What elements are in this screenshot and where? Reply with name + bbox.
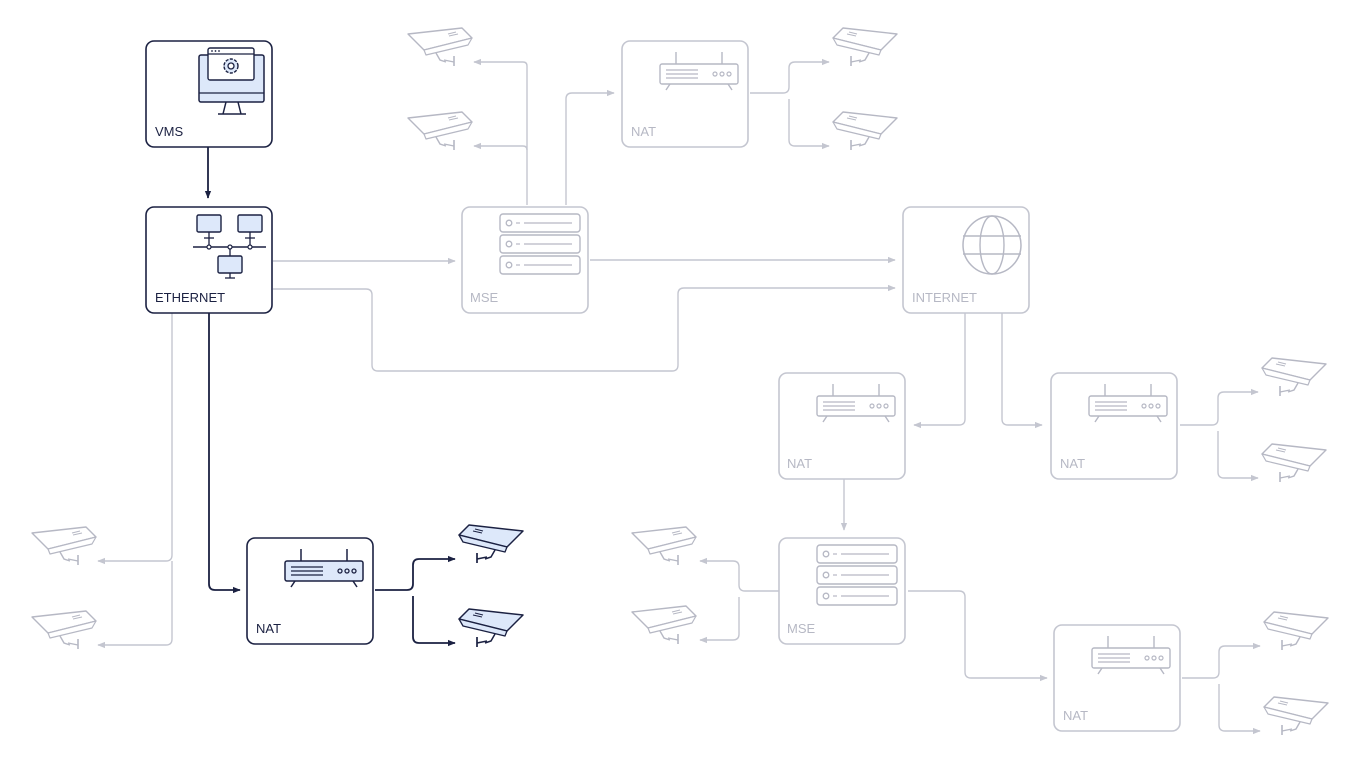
server-stack-icon: [816, 544, 898, 606]
cctv-camera-icon[interactable]: [1261, 443, 1327, 483]
nat-top-label: NAT: [631, 124, 656, 139]
cctv-camera-icon[interactable]: [407, 27, 473, 67]
cctv-camera-icon[interactable]: [832, 27, 898, 67]
cctv-camera-icon[interactable]: [31, 610, 97, 650]
nat-mid-right-node[interactable]: NAT: [1050, 372, 1178, 480]
nat-bottom-label: NAT: [1063, 708, 1088, 723]
nat-mid-right-label: NAT: [1060, 456, 1085, 471]
cctv-camera-icon[interactable]: [631, 526, 697, 566]
inactive-links: [97, 58, 1261, 735]
network-icon: [193, 214, 266, 279]
nat-bottom-node[interactable]: NAT: [1053, 624, 1181, 732]
nat-main-label: NAT: [256, 621, 281, 636]
nat-main-node[interactable]: NAT: [246, 537, 374, 645]
vms-label: VMS: [155, 124, 184, 139]
ethernet-label: ETHERNET: [155, 290, 225, 305]
cctv-camera-icon[interactable]: [1263, 696, 1329, 736]
cctv-camera-icon[interactable]: [458, 608, 524, 648]
vms-node[interactable]: VMS: [145, 40, 273, 148]
mse-top-node[interactable]: MSE: [461, 206, 589, 314]
monitor-gear-icon: [198, 47, 265, 115]
internet-node[interactable]: INTERNET: [902, 206, 1030, 314]
mse-bottom-node[interactable]: MSE: [778, 537, 906, 645]
cctv-camera-icon[interactable]: [1263, 611, 1329, 651]
nat-mid-left-label: NAT: [787, 456, 812, 471]
server-stack-icon: [499, 213, 581, 275]
nat-top-node[interactable]: NAT: [621, 40, 749, 148]
cctv-camera-icon[interactable]: [407, 111, 473, 151]
mse-top-label: MSE: [470, 290, 499, 305]
nat-mid-left-node[interactable]: NAT: [778, 372, 906, 480]
internet-label: INTERNET: [912, 290, 977, 305]
cctv-camera-icon[interactable]: [458, 524, 524, 564]
cctv-camera-icon[interactable]: [832, 111, 898, 151]
active-links: [204, 147, 456, 647]
mse-bottom-label: MSE: [787, 621, 816, 636]
cctv-camera-icon[interactable]: [631, 605, 697, 645]
globe-icon: [962, 215, 1022, 275]
ethernet-node[interactable]: ETHERNET: [145, 206, 273, 314]
cctv-camera-icon[interactable]: [1261, 357, 1327, 397]
cctv-camera-icon[interactable]: [31, 526, 97, 566]
